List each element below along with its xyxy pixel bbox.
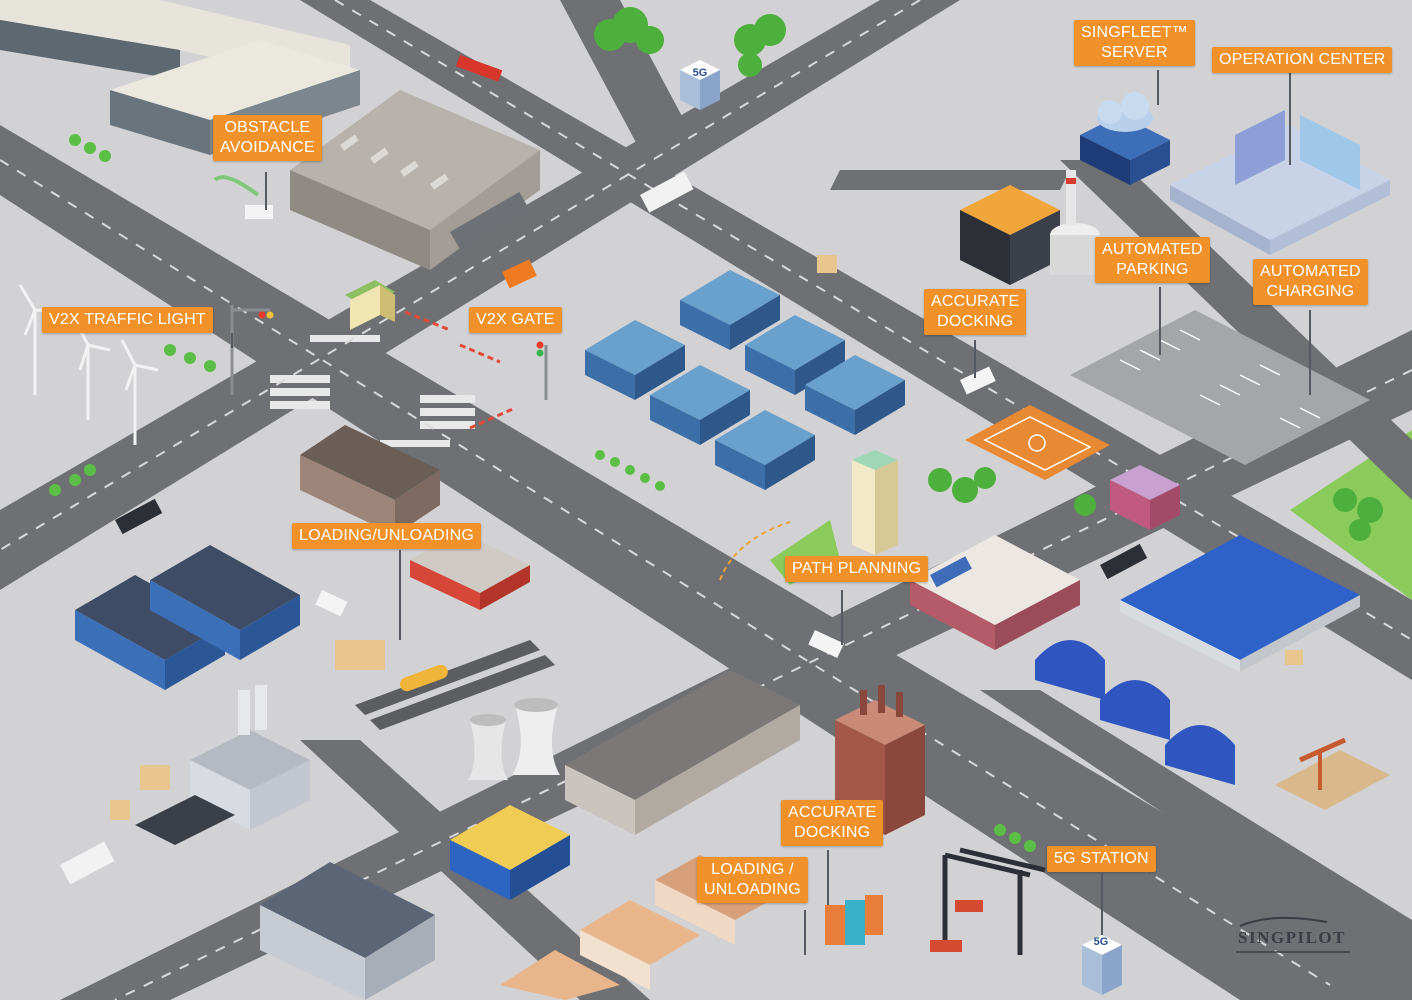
- yellow-roof-warehouse: [450, 805, 570, 900]
- callout-path-planning: PATH PLANNING: [785, 556, 929, 582]
- callout-accurate-docking-bottom: ACCURATE DOCKING: [781, 800, 884, 846]
- callout-line: LOADING/UNLOADING: [299, 527, 474, 544]
- logo-wordmark: SINGPILOT: [1238, 928, 1346, 947]
- operation-center-platform: [1170, 110, 1390, 255]
- avoidance-arrow: [213, 175, 260, 197]
- long-grey-factory: [565, 670, 800, 835]
- 5g-label-bottom: 5G: [1094, 936, 1109, 948]
- callout-line: OPERATION CENTER: [1219, 51, 1386, 68]
- server-building: [1080, 92, 1170, 185]
- callout-line: AVOIDANCE: [220, 139, 315, 156]
- callout-line: SINGFLEET™: [1081, 24, 1188, 41]
- callout-obstacle-avoidance: OBSTACLE AVOIDANCE: [213, 115, 322, 161]
- singpilot-car-logo-icon: [1236, 916, 1350, 953]
- oil-pump-jack: [1275, 737, 1390, 810]
- callout-loading-unloading-bottom: LOADING / UNLOADING: [697, 857, 808, 903]
- callout-5g-station: 5G STATION: [1047, 846, 1156, 872]
- rail-yard: [355, 640, 555, 730]
- center-office-tower: [852, 450, 898, 555]
- arched-hangars: [1035, 640, 1235, 785]
- traffic-light-poles: [230, 305, 548, 400]
- gate-light-green: [536, 349, 544, 357]
- callout-line: V2X TRAFFIC LIGHT: [49, 311, 206, 328]
- trees: [594, 7, 1383, 541]
- gantry-crane: [942, 847, 1046, 955]
- solar-office-blocks: [585, 270, 905, 490]
- callout-line: LOADING /: [711, 861, 794, 878]
- autonomous-trucks: [60, 55, 1148, 885]
- callout-automated-parking: AUTOMATED PARKING: [1095, 237, 1210, 283]
- traffic-light-amber: [266, 311, 274, 319]
- 5g-tower-bottom: [1082, 935, 1122, 995]
- callout-line: PATH PLANNING: [792, 560, 922, 577]
- callout-line: PARKING: [1116, 261, 1189, 278]
- gate-barriers: [404, 310, 516, 430]
- callout-line: CHARGING: [1266, 283, 1355, 300]
- callout-v2x-traffic-light: V2X TRAFFIC LIGHT: [42, 307, 213, 333]
- basketball-court: [965, 405, 1110, 480]
- dark-factory: [300, 425, 440, 535]
- callout-line: AUTOMATED: [1260, 263, 1361, 280]
- callout-leaders: [231, 70, 1311, 955]
- callout-line: UNLOADING: [704, 881, 801, 898]
- crosswalks: [270, 335, 475, 447]
- rooftop-solar-building: [910, 535, 1080, 650]
- callout-line: AUTOMATED: [1102, 241, 1203, 258]
- traffic-light-red: [258, 311, 266, 319]
- callout-singfleet-server: SINGFLEET™ SERVER: [1074, 20, 1195, 66]
- callout-accurate-docking-top: ACCURATE DOCKING: [924, 289, 1027, 335]
- blue-roof-warehouse: [1120, 535, 1360, 672]
- distribution-warehouse: [290, 90, 540, 270]
- callout-line: ACCURATE: [931, 293, 1020, 310]
- cement-plant: [135, 685, 310, 845]
- shipping-containers: [825, 895, 983, 952]
- cooling-towers: [468, 698, 560, 780]
- callout-line: ACCURATE: [788, 804, 877, 821]
- callout-operation-center: OPERATION CENTER: [1212, 47, 1393, 73]
- callout-automated-charging: AUTOMATED CHARGING: [1253, 259, 1368, 305]
- callout-v2x-gate: V2X GATE: [469, 307, 562, 333]
- callout-line: V2X GATE: [476, 311, 555, 328]
- blue-warehouses-left: [75, 545, 300, 690]
- small-shrubs: [49, 134, 1036, 852]
- parking-lot: [1070, 310, 1370, 465]
- cargo-pallets: [110, 255, 1303, 820]
- wind-turbines: [18, 284, 159, 445]
- gate-booth: [345, 280, 395, 330]
- callout-line: DOCKING: [794, 824, 871, 841]
- 5g-label-top: 5G: [693, 67, 708, 79]
- grass-patch-right: [1290, 430, 1412, 600]
- callout-line: OBSTACLE: [224, 119, 311, 136]
- energy-storage-plant: [960, 170, 1100, 285]
- grey-hall: [260, 862, 435, 1000]
- callout-line: DOCKING: [937, 313, 1014, 330]
- callout-line: SERVER: [1101, 44, 1168, 61]
- 5g-tower-top: [680, 60, 720, 110]
- pink-shop: [1110, 465, 1180, 530]
- path-planning-arrow: [719, 521, 791, 581]
- callout-loading-unloading-top: LOADING/UNLOADING: [292, 523, 481, 549]
- callout-line: 5G STATION: [1054, 850, 1149, 867]
- gate-light-red: [536, 341, 544, 349]
